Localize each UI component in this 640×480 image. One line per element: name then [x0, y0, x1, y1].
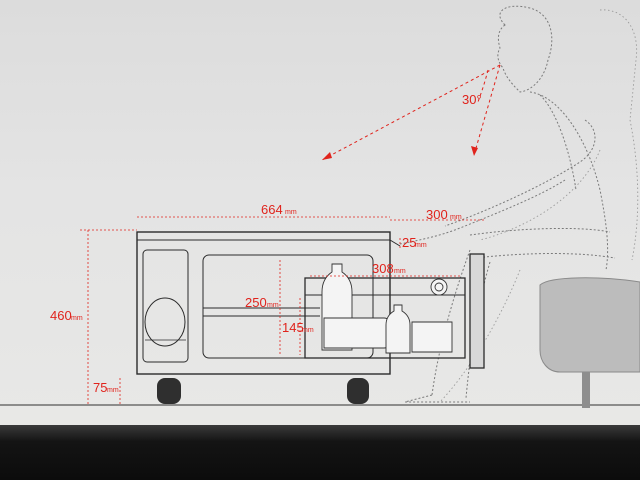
arrow-head	[471, 146, 478, 156]
gap-unit: mm	[415, 242, 427, 249]
drawer-height-value: 145	[282, 320, 304, 335]
view-angle-arc	[477, 69, 489, 103]
reach-unit: mm	[450, 214, 462, 221]
lid-hinge	[389, 239, 401, 247]
inner-compartment	[202, 254, 374, 359]
monitor-bezel	[0, 425, 640, 480]
leg-height-unit: mm	[107, 387, 119, 394]
cad-drawing: 664 mm 300 mm 460 mm 250 mm 145 mm 308 m…	[0, 5, 640, 408]
leg-height-value: 75	[93, 380, 107, 395]
sight-lines	[321, 64, 501, 161]
chair-leg	[582, 372, 590, 408]
depth-unit: mm	[285, 209, 297, 216]
left-appliance	[142, 249, 189, 363]
torso-front-outline	[539, 94, 577, 191]
view-angle-value: 30°	[462, 92, 482, 107]
arrow-head	[322, 152, 332, 160]
height-value: 460	[50, 308, 72, 323]
torso-back-outline	[529, 91, 609, 271]
reach-value: 300	[426, 207, 448, 222]
foot-outline	[404, 394, 470, 403]
gap-value: 25	[402, 235, 416, 250]
drawer-front-panel	[469, 253, 485, 369]
alt-arm-outline	[479, 149, 601, 241]
sight-line-lower	[473, 64, 501, 156]
forearm-outline	[399, 179, 566, 245]
bottles	[321, 263, 453, 354]
thigh-top-outline	[469, 227, 611, 236]
bottle-box	[411, 321, 453, 353]
left-appliance-tank	[144, 297, 186, 347]
can-ring	[434, 282, 444, 292]
drawer-height-unit: mm	[302, 327, 314, 334]
rear-leg	[347, 378, 369, 404]
depth-value: 664	[261, 202, 283, 217]
sight-line-upper	[321, 64, 501, 161]
chair	[539, 277, 640, 408]
head-outline	[497, 5, 553, 93]
legs	[157, 378, 369, 404]
bottle-lying	[323, 317, 393, 349]
inner-height-value: 250	[245, 295, 267, 310]
thigh-bottom-outline	[474, 253, 616, 259]
bottle-small	[385, 304, 411, 354]
front-leg	[157, 378, 181, 404]
drawer-depth-unit: mm	[394, 268, 406, 275]
calf-outline	[465, 261, 491, 399]
inner-height-unit: mm	[267, 302, 279, 309]
dimension-lines	[80, 216, 485, 405]
cabinet	[136, 231, 401, 375]
monitor-screen: 664 mm 300 mm 460 mm 250 mm 145 mm 308 m…	[0, 0, 640, 432]
alt-back-outline	[599, 9, 639, 261]
drawer-outline	[304, 277, 466, 359]
height-unit: mm	[71, 315, 83, 322]
drawer-depth-value: 308	[372, 261, 394, 276]
chair-seat	[539, 277, 640, 373]
